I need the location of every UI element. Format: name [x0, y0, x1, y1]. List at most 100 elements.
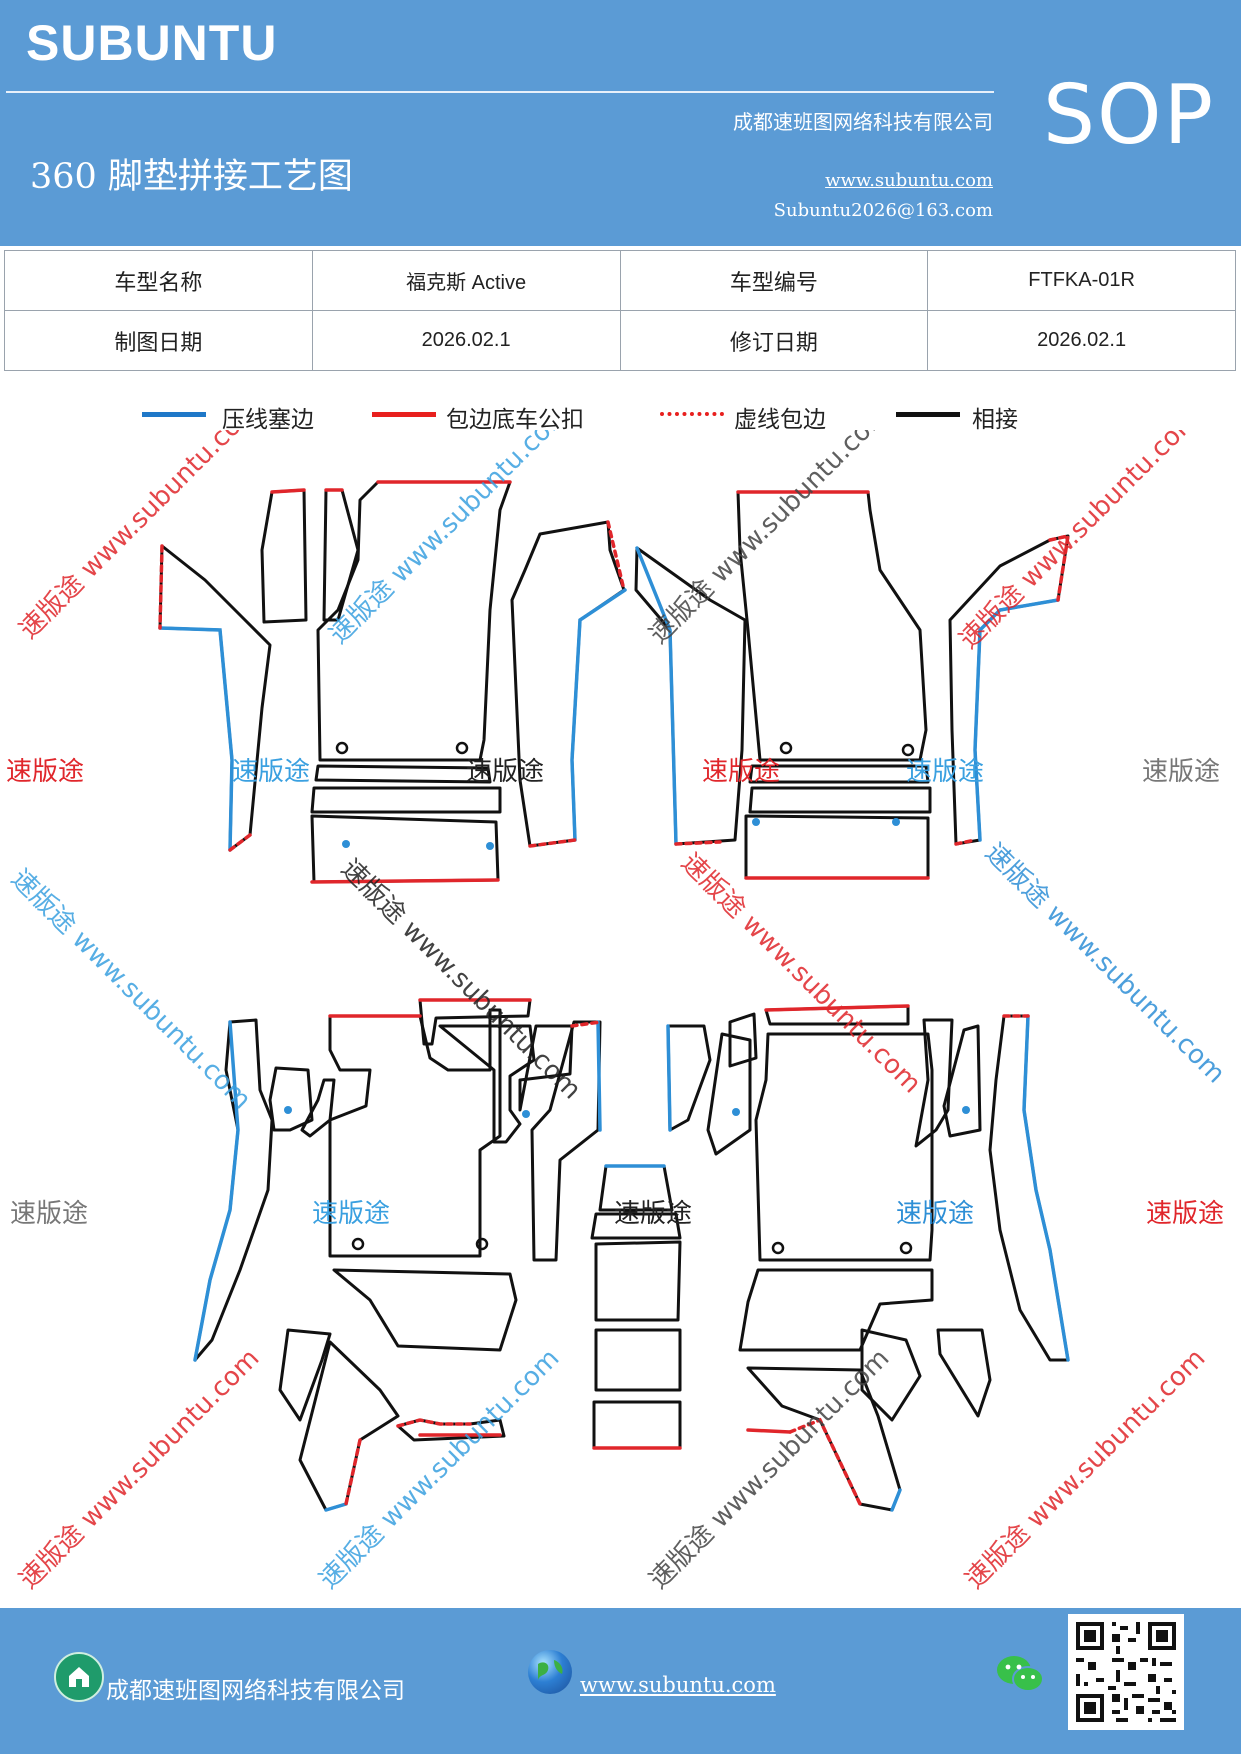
email-address: Subuntu2026@163.com [773, 200, 993, 221]
value-draw-date: 2026.02.1 [311, 310, 621, 371]
watermark-word: 速版途 [702, 757, 780, 787]
dotted-edge [606, 520, 626, 592]
mat-piece [310, 786, 502, 814]
mat-piece [332, 1268, 518, 1352]
blue-edge [158, 626, 234, 852]
mat-piece [728, 1012, 758, 1068]
snap-hole [779, 741, 793, 755]
qr-code-glyph [1068, 1614, 1184, 1730]
table-row: 车型名称 福克斯 Active 车型编号 FTFKA-01R [4, 250, 1236, 311]
blue-dot [486, 842, 494, 850]
watermark-diagonal: 速版途 www.subuntu.com [644, 430, 896, 650]
watermark-diagonal: 速版途 www.subuntu.com [314, 1343, 566, 1595]
mat-piece [594, 1240, 682, 1322]
label-revise-date: 修订日期 [619, 310, 929, 371]
qr-code [1068, 1614, 1184, 1730]
watermark-diagonal: 速版途 www.subuntu.com [675, 848, 927, 1100]
legend: 压线塞边 包边底车公扣 虚线包边 相接 [0, 400, 1241, 440]
footer-website-link[interactable]: www.subuntu.com [580, 1673, 776, 1697]
blue-edge [666, 1024, 672, 1132]
globe-icon [528, 1650, 572, 1694]
watermark-diagonal: 速版途 www.subuntu.com [14, 1343, 266, 1595]
watermarks: 速版途 速版途 速版途 速版途 速版途 速版途 速版途 速版途 速版途 速版途 … [5, 430, 1231, 1595]
watermark-diagonal: 速版途 www.subuntu.com [960, 1343, 1212, 1595]
blue-edge [973, 598, 1060, 842]
value-model-code: FTFKA-01R [927, 250, 1236, 311]
mat-piece [518, 1024, 574, 1112]
mat-piece [592, 1400, 682, 1450]
snap-hole [335, 741, 349, 755]
watermark-word: 速版途 [232, 757, 310, 787]
value-revise-date: 2026.02.1 [927, 310, 1236, 371]
snap-hole [455, 741, 469, 755]
label-draw-date: 制图日期 [4, 310, 313, 371]
red-edge [310, 878, 500, 884]
blue-edge [193, 1020, 240, 1362]
home-icon-glyph [69, 1667, 89, 1687]
blue-dot [752, 818, 760, 826]
blue-dot [962, 1106, 970, 1114]
red-edge [764, 1004, 910, 1012]
mat-piece [736, 490, 928, 762]
value-model-name: 福克斯 Active [311, 250, 621, 311]
globe-icon-glyph [538, 1660, 563, 1680]
legend-swatch [896, 412, 960, 417]
label-model-code: 车型编号 [619, 250, 929, 311]
legend-label: 压线塞边 [222, 407, 314, 433]
blue-edge [570, 588, 627, 842]
snap-holes [284, 741, 970, 1255]
mat-piece [590, 1212, 682, 1240]
mat-piece [268, 1066, 314, 1132]
dotted-edge [1048, 533, 1071, 602]
blue-dot [892, 818, 900, 826]
mat-piece [278, 1328, 332, 1422]
wechat-icon-glyph [997, 1656, 1044, 1692]
watermark-word: 速版途 [614, 1199, 692, 1229]
wechat-icon[interactable] [994, 1652, 1046, 1696]
mat-piece [260, 488, 308, 624]
footer-company-name: 成都速班图网络科技有限公司 [106, 1678, 405, 1704]
mat-piece [988, 1014, 1070, 1362]
dotted-edge [344, 1438, 362, 1506]
document-title: 360 脚垫拼接工艺图 [30, 157, 353, 197]
footer-banner: 成都速班图网络科技有限公司 www.subuntu.com [0, 1608, 1241, 1754]
legend-label: 包边底车公扣 [446, 407, 584, 433]
dotted-edge [228, 833, 252, 852]
watermark-diagonal: 速版途 www.subuntu.com [14, 430, 266, 645]
red-edge [270, 488, 306, 494]
mat-piece [754, 1032, 934, 1262]
dotted-edge [788, 1417, 862, 1506]
dotted-edge [158, 544, 164, 630]
watermark-word: 速版途 [466, 757, 544, 787]
mat-piece [942, 1024, 982, 1138]
mat-piece [328, 1008, 502, 1258]
website-link[interactable]: www.subuntu.com [825, 170, 993, 191]
snap-hole [475, 1237, 489, 1251]
watermark-word: 速版途 [6, 757, 84, 787]
dotted-edge [570, 1020, 602, 1028]
mat-piece [594, 1328, 682, 1392]
table-row: 制图日期 2026.02.1 修订日期 2026.02.1 [4, 310, 1236, 371]
blue-edge [324, 1502, 348, 1512]
mat-pieces [158, 480, 1070, 1512]
header-divider [6, 91, 994, 93]
edge-markings [158, 480, 1071, 1512]
legend-swatch [660, 412, 724, 416]
mat-piece [744, 814, 930, 880]
mat-piece [706, 1032, 752, 1156]
snap-hole [351, 1237, 365, 1251]
watermark-diagonal: 速版途 www.subuntu.com [954, 430, 1206, 655]
dotted-edge [674, 840, 722, 846]
blue-edge [890, 1488, 902, 1512]
mat-piece [314, 764, 492, 784]
blue-dot [342, 840, 350, 848]
blue-dot [522, 1110, 530, 1118]
mat-piece [666, 1024, 712, 1132]
blue-edge [596, 1020, 602, 1132]
mat-piece [634, 546, 747, 846]
mat-piece [748, 786, 932, 814]
mat-piece [860, 1328, 922, 1422]
legend-swatch [142, 412, 206, 417]
brand-logo-text: SUBUNTU [26, 15, 278, 71]
snap-hole [771, 1241, 785, 1255]
